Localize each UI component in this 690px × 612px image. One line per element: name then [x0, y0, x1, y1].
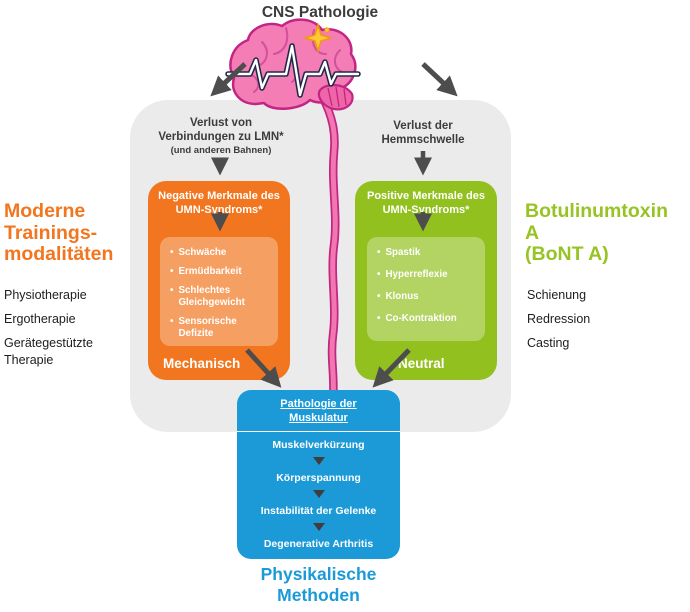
left-column: Moderne Trainings- modalitäten Physiothe… [4, 200, 126, 367]
positive-merkmale-list: Spastik Hyperreflexie Klonus Co-Kontrakt… [367, 237, 485, 341]
arrow-down-icon [312, 523, 325, 531]
step-degenerative-arthritis: Degenerative Arthritis [263, 538, 374, 550]
list-item: Physiotherapie [4, 288, 87, 302]
spark-dot [324, 27, 330, 33]
left-branch-label: Verlust von Verbindungen zu LMN* (und an… [146, 116, 296, 157]
list-item: Ermüdbarkeit [170, 266, 270, 278]
pathologie-muskulatur-title: Pathologie der Muskulatur [280, 398, 357, 424]
positive-merkmale-title: Positive Merkmale des UMN-Syndroms* [366, 190, 485, 216]
neutral-label: Neutral [398, 356, 445, 371]
list-item: Schlechtes Gleichgewicht [170, 285, 270, 309]
step-instabilitaet: Instabilität der Gelenke [260, 505, 377, 517]
ekg-line-outline [225, 43, 361, 98]
arrow-brain-to-left [210, 62, 247, 97]
negative-merkmale-box: Negative Merkmale des UMN-Syndroms* Schw… [148, 181, 290, 380]
right-column: Botulinumtoxin A (BoNT A) Schienung Redr… [525, 200, 685, 350]
right-heading: Botulinumtoxin A (BoNT A) [525, 200, 685, 266]
left-branch-sublabel: (und anderen Bahnen) [170, 145, 272, 156]
pathologie-muskulatur-box: Pathologie der Muskulatur Muskelverkürzu… [237, 390, 400, 559]
step-muskelverkuerzung: Muskelverkürzung [272, 439, 365, 451]
list-item: Spastik [377, 247, 477, 259]
brain-gyri [247, 27, 343, 93]
list-item: Klonus [377, 291, 477, 303]
list-item: Ergotherapie [4, 312, 76, 326]
right-branch-label: Verlust der Hemmschwelle [348, 119, 498, 147]
left-items: Physiotherapie Ergotherapie Gerätegestüt… [4, 287, 122, 376]
brain-icon [229, 18, 357, 110]
list-item: Sensorische Defizite [170, 316, 270, 340]
mechanisch-label: Mechanisch [163, 356, 241, 371]
arrow-down-icon [312, 457, 325, 465]
arrow-down-icon [312, 490, 325, 498]
arrow-brain-to-right [421, 62, 458, 97]
negative-merkmale-title: Negative Merkmale des UMN-Syndroms* [158, 190, 280, 216]
right-heading-line2: (BoNT A) [525, 243, 609, 265]
list-item: Schwäche [170, 247, 270, 259]
list-item: Schienung [527, 288, 587, 302]
right-branch-label-line2: Hemmschwelle [381, 134, 465, 146]
list-item: Co-Kontraktion [377, 313, 477, 325]
positive-merkmale-box: Positive Merkmale des UMN-Syndroms* Spas… [355, 181, 497, 380]
left-heading: Moderne Trainings- modalitäten [4, 200, 126, 266]
list-item: Hyperreflexie [377, 269, 477, 281]
page-title: CNS Pathologie [261, 4, 379, 21]
left-branch-label-line2: Verbindungen zu LMN* [158, 131, 284, 143]
left-heading-line2: Trainings- [4, 221, 98, 244]
left-heading-line3: modalitäten [4, 243, 114, 265]
right-branch-label-line1: Verlust der [393, 120, 453, 132]
spark-icon [302, 22, 334, 54]
left-branch-label-line1: Verlust von [190, 117, 252, 129]
physikalische-methoden-label: Physikalische Methoden [260, 564, 377, 605]
ekg-line [226, 44, 360, 97]
list-item: Redression [527, 312, 591, 326]
left-heading-line1: Moderne [4, 200, 86, 222]
divider [237, 431, 400, 432]
right-items: Schienung Redression Casting [527, 287, 645, 359]
list-item: Gerätegestützte Therapie [4, 336, 93, 367]
list-item: Casting [527, 336, 570, 350]
step-koerperspannung: Körperspannung [276, 472, 361, 484]
negative-merkmale-list: Schwäche Ermüdbarkeit Schlechtes Gleichg… [160, 237, 278, 346]
right-heading-line1: Botulinumtoxin A [525, 200, 668, 244]
